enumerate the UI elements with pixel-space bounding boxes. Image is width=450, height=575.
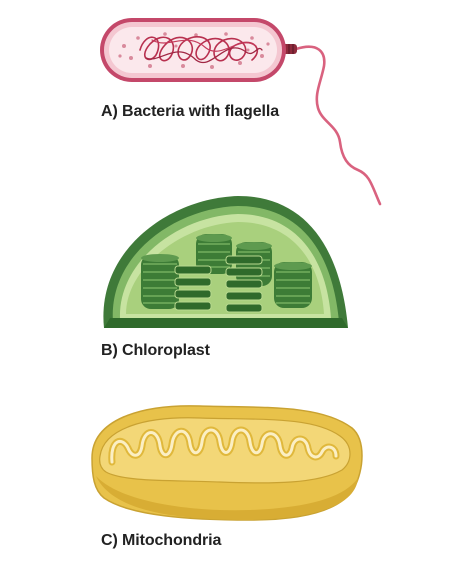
granum-stack-4 bbox=[274, 262, 312, 308]
ribosomes bbox=[118, 32, 270, 69]
bacterium-icon bbox=[100, 18, 382, 206]
caption-bacteria: A) Bacteria with flagella bbox=[101, 103, 279, 120]
flagellum bbox=[294, 45, 382, 206]
chloroplast-icon bbox=[103, 196, 349, 328]
mitochondrion-icon bbox=[91, 405, 363, 521]
caption-chloroplast: B) Chloroplast bbox=[101, 342, 210, 359]
caption-mitochondria: C) Mitochondria bbox=[101, 532, 222, 549]
thylakoid-lamellae bbox=[174, 255, 263, 313]
granum-stack-1 bbox=[141, 254, 179, 309]
